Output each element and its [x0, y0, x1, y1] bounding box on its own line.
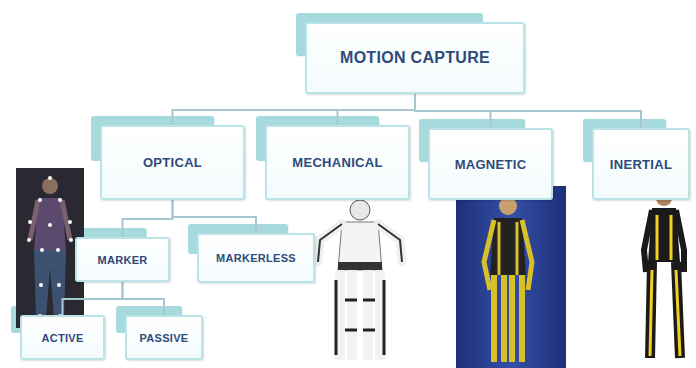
box-label: ACTIVE [41, 332, 83, 344]
legs [494, 275, 522, 362]
box-label: MECHANICAL [292, 155, 382, 170]
tree-connector [415, 94, 641, 128]
box-label: MOTION CAPTURE [340, 49, 490, 67]
head [42, 178, 58, 194]
inertial-figure [644, 190, 684, 358]
curtain [456, 186, 566, 368]
yellow-stripes [650, 215, 680, 356]
torso [490, 218, 526, 275]
markers [27, 176, 73, 318]
tree-connector [123, 200, 173, 237]
category-box: ACTIVE [20, 315, 105, 360]
box-label: MARKERLESS [216, 252, 296, 264]
tree-connector [173, 200, 257, 233]
box-label: OPTICAL [143, 155, 202, 170]
arms [30, 200, 70, 240]
category-box: MARKER [75, 237, 170, 282]
arm-frame [318, 224, 402, 262]
category-box: MOTION CAPTURE [305, 22, 525, 94]
belt [338, 262, 382, 270]
box-label: INERTIAL [610, 157, 672, 172]
box-label: MARKER [97, 254, 147, 266]
torso [338, 222, 382, 270]
suit-stripes [499, 222, 517, 275]
category-box: OPTICAL [100, 125, 245, 200]
tree-connector [173, 94, 416, 125]
mechanical-figure [318, 200, 402, 360]
legs [340, 270, 380, 360]
tree-connector [63, 282, 123, 315]
category-box: INERTIAL [592, 128, 690, 200]
category-box: MARKERLESS [197, 233, 315, 283]
category-box: PASSIVE [125, 315, 203, 360]
arms [318, 224, 402, 262]
jeans [34, 250, 66, 318]
tree-connector [123, 282, 165, 315]
box-label: MAGNETIC [455, 157, 527, 172]
box-label: PASSIVE [140, 332, 189, 344]
magnetic-photo [456, 186, 566, 368]
tree-connector [338, 94, 416, 125]
category-box: MAGNETIC [428, 128, 553, 200]
photo-ground [16, 168, 84, 328]
head [350, 200, 370, 220]
optical-photo [16, 168, 84, 328]
leg-frame [336, 280, 384, 355]
category-box: MECHANICAL [265, 125, 410, 200]
